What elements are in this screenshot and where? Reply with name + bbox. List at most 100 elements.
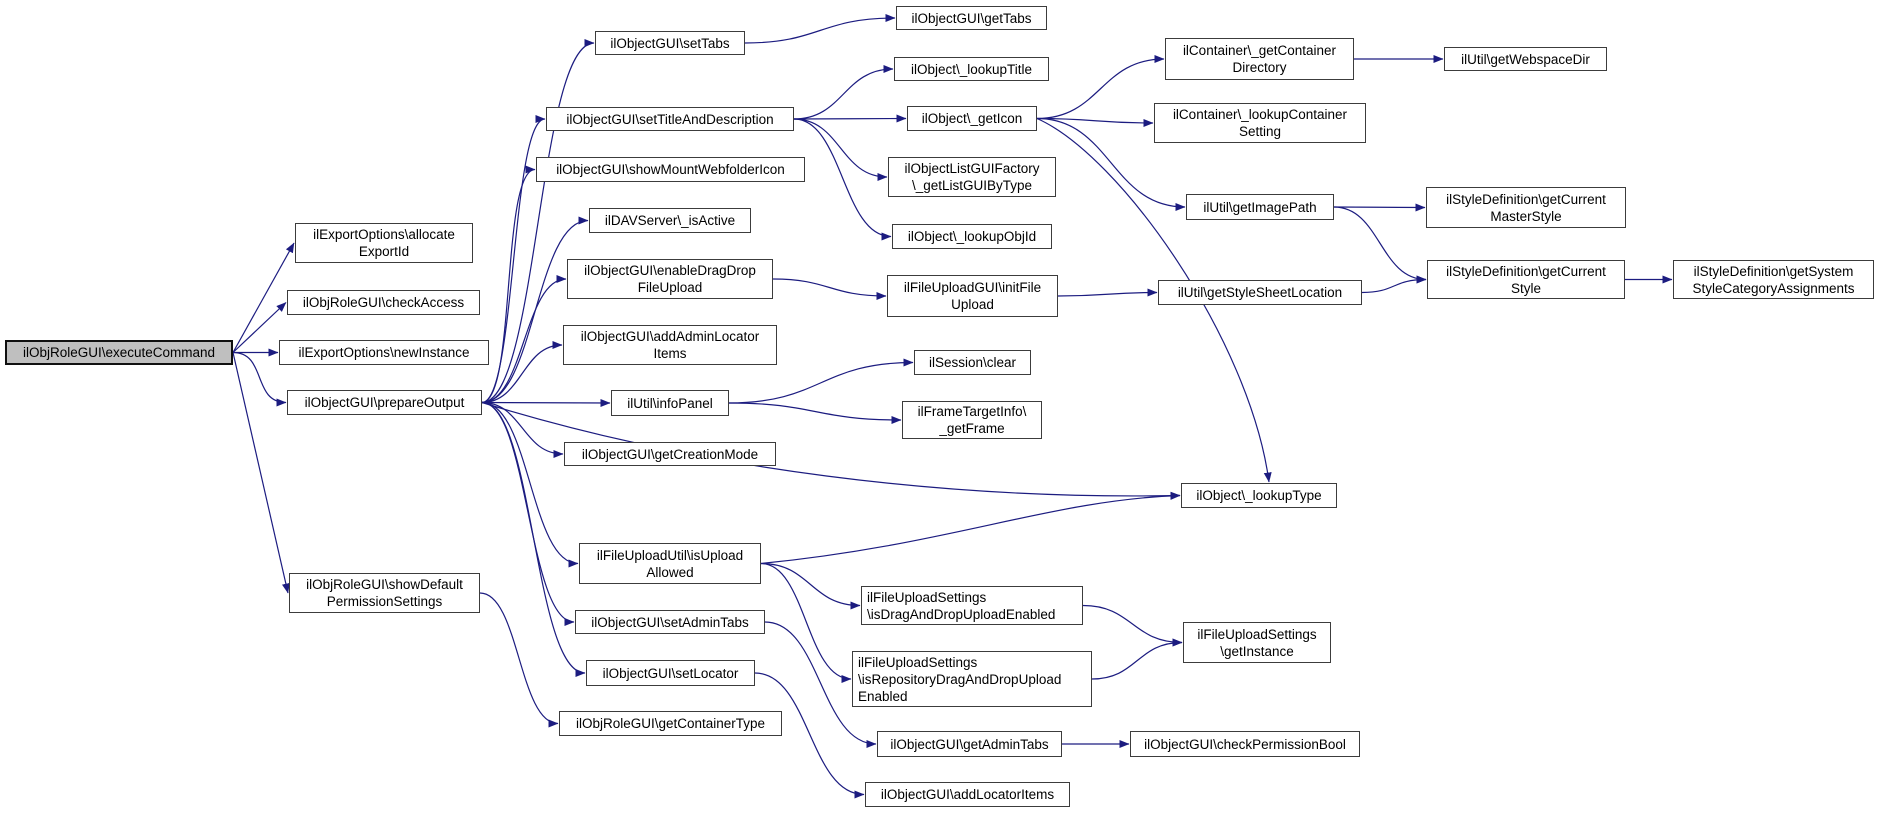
graph-node-checkPermissionBool[interactable]: ilObjectGUI\checkPermissionBool: [1130, 731, 1360, 757]
graph-node-getInstance[interactable]: ilFileUploadSettings\getInstance: [1183, 622, 1331, 663]
edge-executeCommand-to-checkAccess: [232, 302, 287, 353]
edge-initFileUpload-to-getStyleSheetLocation: [1057, 288, 1158, 297]
graph-node-label: ilObjectGUI\getTabs: [911, 10, 1032, 26]
graph-node-label: ilObjectListGUIFactory: [904, 161, 1040, 176]
graph-node-getWebspaceDir[interactable]: ilUtil\getWebspaceDir: [1444, 47, 1607, 71]
graph-node-label: ilExportOptions\allocate: [313, 227, 455, 242]
graph-node-label: ilExportOptions\newInstance: [298, 345, 470, 360]
graph-node-label: MasterStyle: [1490, 208, 1562, 224]
graph-node-setTabs[interactable]: ilObjectGUI\setTabs: [595, 31, 745, 55]
graph-node-label: ilFrameTargetInfo\: [917, 404, 1027, 419]
graph-node-label: ilObject\_lookupTitle: [910, 61, 1033, 77]
graph-node-label: ilContainer\_lookupContainer: [1172, 107, 1348, 122]
graph-node-label: ilObjectGUI\showMountWebfolderIcon: [556, 162, 785, 177]
graph-node-getAdminTabs[interactable]: ilObjectGUI\getAdminTabs: [877, 731, 1062, 757]
edge-setTabs-to-getTabs: [744, 14, 896, 44]
graph-node-checkAccess[interactable]: ilObjRoleGUI\checkAccess: [287, 290, 480, 315]
graph-node-getIcon[interactable]: ilObject\_getIcon: [907, 106, 1037, 131]
graph-node-prepareOutput[interactable]: ilObjectGUI\prepareOutput: [287, 390, 482, 415]
edge-infoPanel-to-getFrame: [728, 402, 902, 424]
edge-setTitleAndDescription-to-getListGUIByType: [793, 118, 888, 181]
graph-node-lookupType[interactable]: ilObject\_lookupType: [1181, 483, 1337, 508]
graph-node-isActive[interactable]: ilDAVServer\_isActive: [589, 208, 751, 233]
graph-node-label: ilObjectGUI\addLocatorItems: [880, 787, 1055, 802]
graph-node-getFrame[interactable]: ilFrameTargetInfo\_getFrame: [902, 401, 1042, 439]
graph-node-label: StyleCategoryAssignments: [1692, 280, 1855, 296]
graph-node-label: ilObjRoleGUI\showDefault: [306, 577, 463, 592]
graph-node-label: ilObjectGUI\enableDragDrop: [584, 263, 756, 278]
graph-node-label: ilObjectGUI\getAdminTabs: [890, 736, 1049, 752]
graph-node-label: Style: [1510, 280, 1541, 296]
graph-node-label: ilObjRoleGUI\executeCommand: [22, 345, 216, 360]
graph-node-lookupTitle[interactable]: ilObject\_lookupTitle: [894, 57, 1049, 81]
graph-node-executeCommand[interactable]: ilObjRoleGUI\executeCommand: [5, 340, 233, 365]
graph-node-label: ilFileUploadUtil\isUpload: [596, 547, 744, 563]
graph-node-sessionClear[interactable]: ilSession\clear: [914, 350, 1031, 375]
graph-node-label: ilObjectGUI\setAdminTabs: [591, 614, 749, 630]
edge-setTitleAndDescription-to-lookupObjId: [793, 118, 892, 241]
graph-node-label: ilObjectGUI\checkPermissionBool: [1144, 736, 1346, 752]
graph-node-label: ilUtil\infoPanel: [627, 395, 713, 411]
graph-node-getTabs[interactable]: ilObjectGUI\getTabs: [896, 6, 1047, 30]
edge-getIcon-to-lookupContainerSetting: [1036, 117, 1154, 127]
edge-prepareOutput-to-lookupType: [481, 401, 1181, 500]
graph-node-setAdminTabs[interactable]: ilObjectGUI\setAdminTabs: [575, 610, 765, 634]
graph-node-label: ilObjectGUI\setLocator: [602, 665, 739, 681]
edge-getIcon-to-lookupType: [1036, 117, 1272, 483]
graph-node-isDragAndDropUploadEnabled[interactable]: ilFileUploadSettings\isDragAndDropUpload…: [861, 586, 1083, 625]
graph-node-label: ilFileUploadSettings: [1197, 626, 1317, 642]
edge-showDefaultPermissionSettings-to-getContainerType: [479, 592, 559, 728]
edge-prepareOutput-to-setTabs: [481, 39, 595, 404]
edge-executeCommand-to-allocateExportId: [232, 242, 295, 353]
graph-node-newInstance[interactable]: ilExportOptions\newInstance: [279, 340, 489, 365]
graph-node-label: ilObjRoleGUI\getContainerType: [575, 716, 766, 731]
graph-node-label: ilStyleDefinition\getSystem: [1693, 263, 1854, 279]
graph-node-label: Upload: [951, 297, 994, 312]
edge-setTitleAndDescription-to-getIcon: [793, 114, 907, 123]
edge-isUploadAllowed-to-isRepositoryDragAndDropUploadEnabled: [760, 562, 852, 683]
graph-node-getListGUIByType[interactable]: ilObjectListGUIFactory\_getListGUIByType: [888, 157, 1056, 197]
graph-node-lookupObjId[interactable]: ilObject\_lookupObjId: [892, 224, 1052, 249]
graph-node-label: Enabled: [858, 688, 908, 704]
graph-node-label: ilObject\_getIcon: [921, 111, 1023, 126]
graph-node-getImagePath[interactable]: ilUtil\getImagePath: [1186, 194, 1334, 220]
edge-isDragAndDropUploadEnabled-to-getInstance: [1082, 604, 1183, 647]
graph-node-label: ilObject\_lookupType: [1196, 488, 1322, 503]
edge-prepareOutput-to-isUploadAllowed: [481, 401, 579, 568]
graph-node-label: \getInstance: [1220, 643, 1294, 659]
graph-node-label: ilStyleDefinition\getCurrent: [1446, 191, 1606, 207]
edge-executeCommand-to-showDefaultPermissionSettings: [232, 352, 290, 594]
graph-node-getCreationMode[interactable]: ilObjectGUI\getCreationMode: [564, 442, 776, 466]
graph-node-infoPanel[interactable]: ilUtil\infoPanel: [611, 390, 729, 416]
edge-isUploadAllowed-to-isDragAndDropUploadEnabled: [760, 562, 861, 610]
graph-node-setTitleAndDescription[interactable]: ilObjectGUI\setTitleAndDescription: [546, 107, 794, 131]
graph-node-getContainerType[interactable]: ilObjRoleGUI\getContainerType: [559, 711, 782, 736]
graph-node-setLocator[interactable]: ilObjectGUI\setLocator: [586, 660, 755, 686]
graph-node-label: \isRepositoryDragAndDropUpload: [858, 671, 1062, 687]
edge-prepareOutput-to-infoPanel: [481, 398, 611, 407]
graph-node-label: Setting: [1238, 124, 1282, 139]
graph-node-showMountWebfolderIcon[interactable]: ilObjectGUI\showMountWebfolderIcon: [536, 157, 805, 182]
graph-node-getStyleSheetLocation[interactable]: ilUtil\getStyleSheetLocation: [1158, 280, 1362, 305]
graph-node-addLocatorItems[interactable]: ilObjectGUI\addLocatorItems: [865, 782, 1070, 807]
graph-node-label: ilFileUploadSettings: [858, 654, 978, 670]
edge-prepareOutput-to-enableDragDropFileUpload: [481, 275, 567, 404]
graph-node-label: ilObjectGUI\prepareOutput: [304, 395, 465, 410]
edge-enableDragDropFileUpload-to-initFileUpload: [772, 278, 887, 300]
edge-getImagePath-to-getCurrentMasterStyle: [1333, 203, 1426, 212]
graph-node-label: ilUtil\getImagePath: [1203, 199, 1317, 215]
graph-node-isRepositoryDragAndDropUploadEnabled[interactable]: ilFileUploadSettings\isRepositoryDragAnd…: [852, 651, 1092, 707]
edge-prepareOutput-to-getCreationMode: [481, 401, 564, 458]
